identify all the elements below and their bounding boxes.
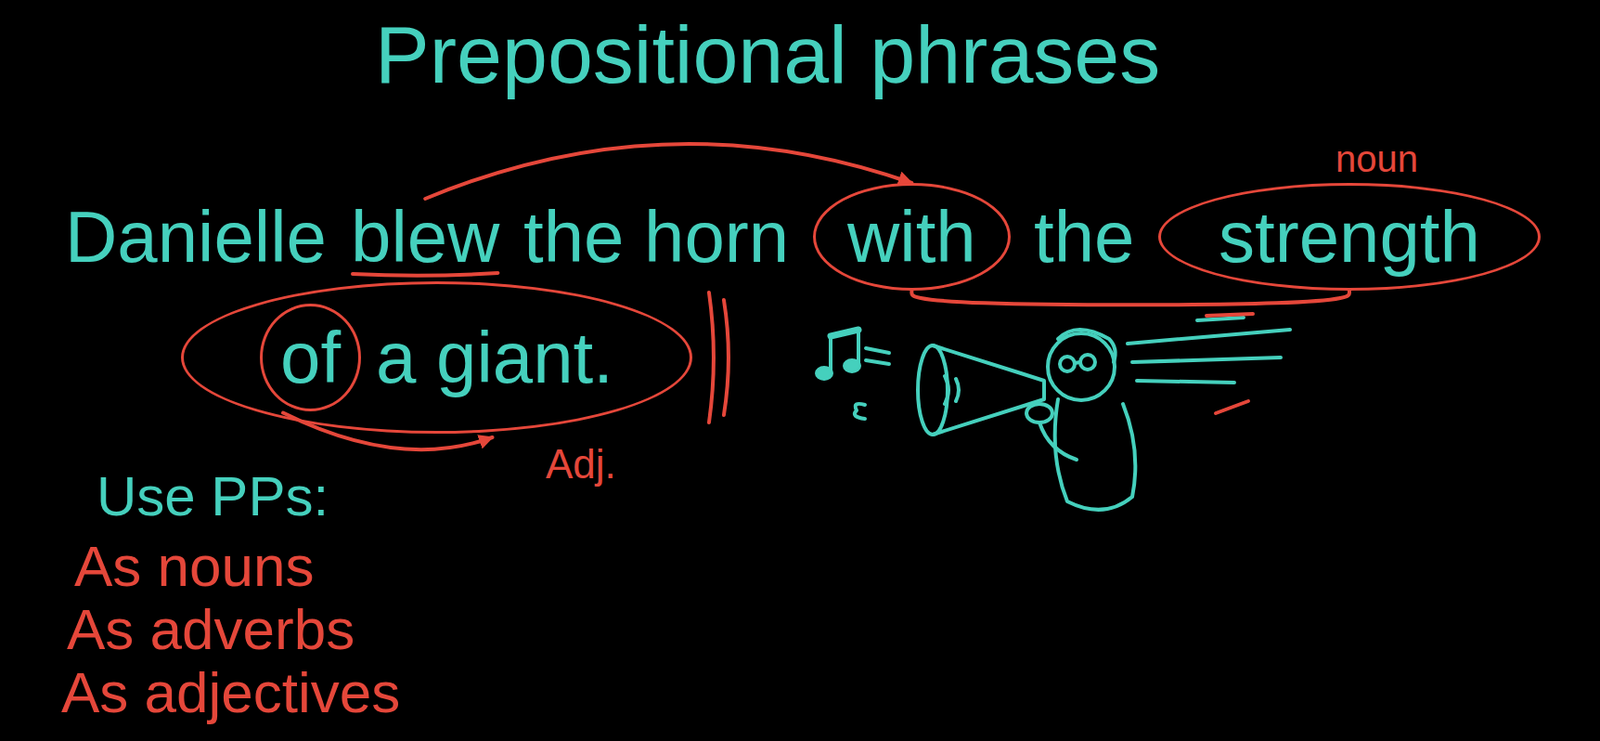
node-text: strength [1218,200,1481,273]
node-text: a giant. [375,321,614,394]
glasses [1080,354,1096,370]
horn-sound [944,375,959,404]
list-heading: Use PPs: [96,468,329,525]
circled-phrase: with [812,182,1011,291]
phrase-link [911,290,1350,305]
note-beam [830,329,859,336]
list-item: As adjectives [61,663,400,722]
sound-squiggle [854,403,865,419]
title: Prepositional phrases [374,13,1161,96]
glasses-bridge [1074,361,1081,363]
horn-body [932,345,1045,435]
horn-mouth [917,345,948,435]
modifier-arrow [425,143,912,199]
bracket [709,292,729,423]
underline [352,272,498,276]
node-text: with [847,200,977,273]
part-of-speech-note: noun [1335,140,1419,178]
note-head [816,367,832,379]
part-of-speech-note: Adj. [545,443,617,485]
sentence-word: the [1033,200,1135,273]
speed-lines [1127,317,1291,383]
note-head [844,360,860,372]
circled-phrase: a giant. of [180,281,693,434]
body [1055,399,1136,510]
glasses [1059,356,1075,372]
sentence-word: blew [350,200,500,273]
music-note [830,329,859,372]
circled-preposition: of [259,303,362,412]
arm [1039,422,1077,460]
hand [1026,403,1053,423]
circled-phrase: strength [1158,182,1541,291]
node-text: of [280,321,341,394]
list-item: As adverbs [66,600,355,659]
player-head [1047,333,1115,400]
motion-streak [1206,313,1253,413]
hair [1058,329,1116,362]
sentence-word: the horn [523,200,789,273]
sound-marks [865,348,890,364]
sentence-word: Danielle [64,200,327,273]
list-item: As nouns [74,537,315,595]
